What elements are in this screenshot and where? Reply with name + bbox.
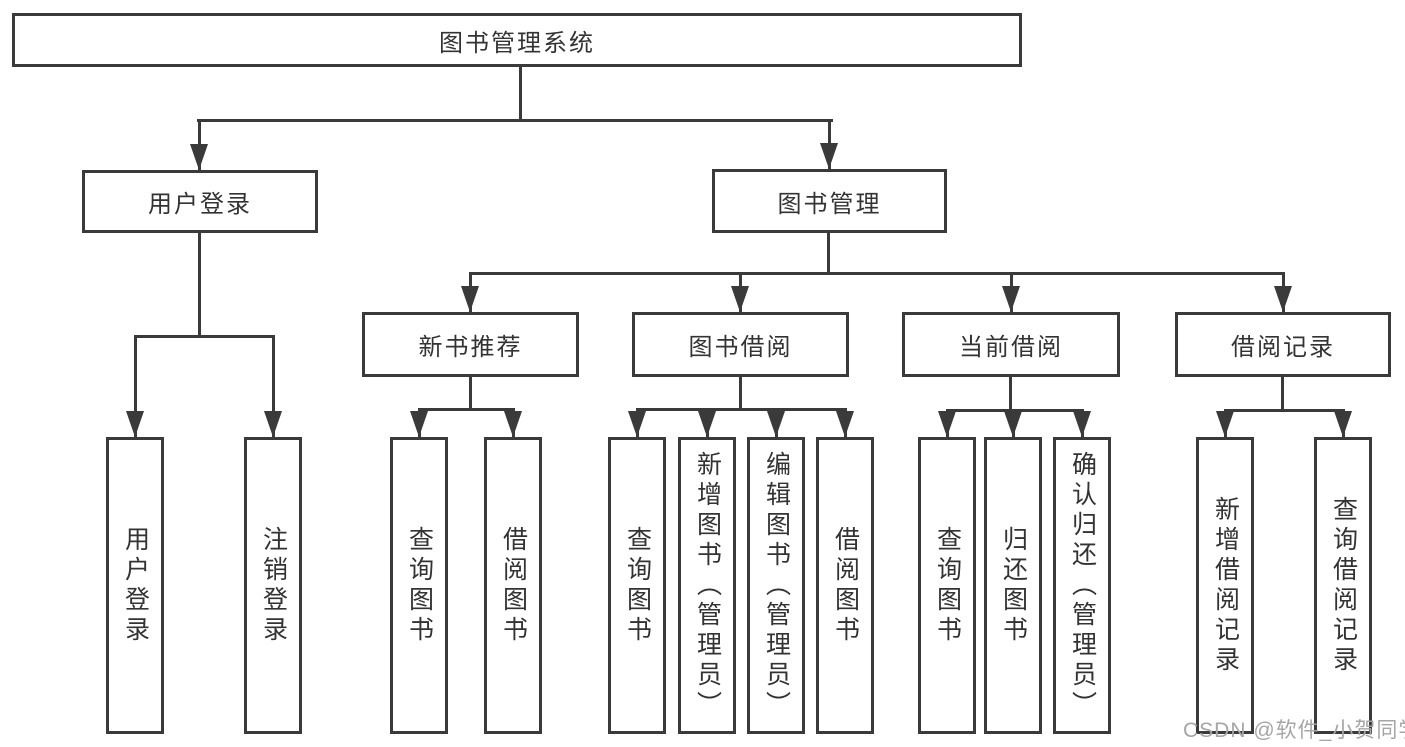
node-leaf-edit-books-admin: 编辑图书（管理员） [747, 437, 805, 734]
connector-drop-line [271, 335, 275, 437]
node-borrowing-records: 借阅记录 [1175, 312, 1391, 377]
node-book-management-system: 图书管理系统 [12, 13, 1022, 67]
connector-horizontal-line [197, 119, 833, 122]
connector-stem-line [197, 233, 201, 338]
connector-stem-line [826, 233, 830, 274]
connector-stem-line [518, 67, 522, 122]
node-leaf-query-borrow-record: 查询借阅记录 [1314, 437, 1372, 734]
node-leaf-add-books-admin: 新增图书（管理员） [678, 437, 736, 734]
node-book-management: 图书管理 [712, 169, 947, 233]
node-leaf-user-login: 用户登录 [106, 437, 164, 734]
arrow-down-icon [1002, 286, 1020, 312]
arrow-down-icon [1073, 411, 1091, 437]
node-leaf-confirm-return-admin: 确认归还（管理员） [1053, 437, 1111, 734]
arrow-down-icon [410, 411, 428, 437]
arrow-down-icon [1004, 411, 1022, 437]
arrow-down-icon [731, 286, 749, 312]
arrow-down-icon [836, 411, 854, 437]
arrow-down-icon [1274, 286, 1292, 312]
arrow-down-icon [126, 411, 144, 437]
connector-drop-line [133, 335, 137, 437]
connector-horizontal-line [469, 272, 1285, 275]
connector-horizontal-line [418, 408, 515, 411]
node-user-login: 用户登录 [82, 170, 318, 233]
node-leaf-borrow-books-recommend: 借阅图书 [484, 437, 542, 734]
arrow-down-icon [820, 143, 838, 169]
connector-stem-line [738, 377, 742, 411]
arrow-down-icon [628, 411, 646, 437]
node-leaf-add-borrow-record: 新增借阅记录 [1196, 437, 1254, 734]
connector-horizontal-line [946, 409, 1084, 412]
arrow-down-icon [698, 411, 716, 437]
arrow-down-icon [190, 144, 208, 170]
arrow-down-icon [264, 411, 282, 437]
arrow-down-icon [1216, 411, 1234, 437]
arrow-down-icon [767, 411, 785, 437]
connector-stem-line [468, 377, 472, 411]
arrow-down-icon [504, 411, 522, 437]
connector-horizontal-line [1224, 409, 1345, 412]
node-leaf-borrow-books-borrowing: 借阅图书 [816, 437, 874, 734]
node-leaf-query-books-current: 查询图书 [918, 437, 976, 734]
arrow-down-icon [1334, 411, 1352, 437]
node-book-borrowing: 图书借阅 [632, 312, 849, 377]
node-new-book-recommend: 新书推荐 [362, 312, 579, 377]
node-leaf-query-books-borrowing: 查询图书 [608, 437, 666, 734]
node-leaf-return-books: 归还图书 [984, 437, 1042, 734]
connector-stem-line [1008, 377, 1012, 411]
arrow-down-icon [461, 286, 479, 312]
node-current-borrowing: 当前借阅 [902, 312, 1120, 377]
connector-stem-line [1280, 377, 1284, 411]
arrow-down-icon [938, 411, 956, 437]
connector-horizontal-line [636, 408, 847, 411]
connector-horizontal-line [134, 335, 275, 338]
node-leaf-logout-login: 注销登录 [244, 437, 302, 734]
csdn-watermark: CSDN @软件_小贺同学 [1183, 719, 1405, 742]
node-leaf-query-books-recommend: 查询图书 [390, 437, 448, 734]
